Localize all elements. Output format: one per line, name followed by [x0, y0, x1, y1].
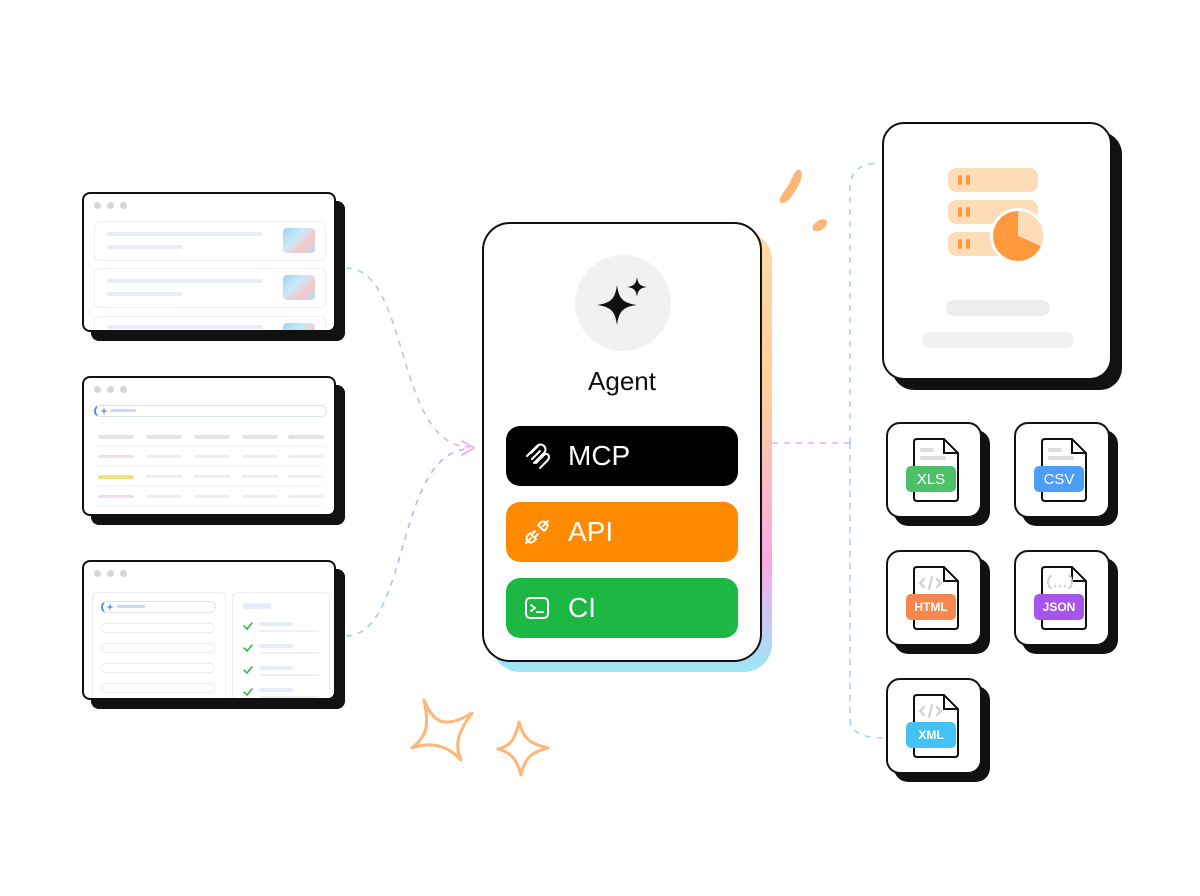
- file-tile-csv[interactable]: CSV: [1014, 422, 1118, 526]
- html-label: HTML: [906, 594, 956, 620]
- agent-card-face: Agent MCP API: [482, 222, 762, 662]
- sparkles-icon: [575, 255, 671, 351]
- file-tile-html[interactable]: HTML: [886, 550, 990, 654]
- database-card-face: [882, 122, 1112, 380]
- sparkle-icon: [106, 603, 114, 611]
- window-controls: [94, 570, 127, 577]
- placeholder-bar: [922, 332, 1074, 348]
- search-bar: [101, 601, 216, 613]
- mcp-pill[interactable]: MCP: [506, 426, 738, 486]
- ci-label: CI: [568, 592, 596, 623]
- list-item: [94, 268, 326, 308]
- connector-top: [345, 267, 471, 448]
- xml-label: XML: [906, 722, 956, 748]
- window-card-list: [82, 192, 345, 341]
- xls-label: XLS: [906, 466, 956, 492]
- sparkle-icon: [100, 407, 108, 415]
- sparkle-decoration: [410, 698, 550, 777]
- window-checklist: [82, 560, 345, 709]
- window-frame: [82, 192, 336, 332]
- api-label: API: [568, 516, 614, 547]
- image-thumbnail: [283, 228, 315, 253]
- agent-title: Agent: [588, 366, 656, 396]
- file-tile-json[interactable]: JSON: [1014, 550, 1118, 654]
- json-label: JSON: [1034, 594, 1084, 620]
- window-frame: [82, 376, 336, 516]
- image-thumbnail: [283, 323, 315, 330]
- agent-card: Agent MCP API: [482, 222, 772, 672]
- list-item: [94, 316, 326, 330]
- api-pill[interactable]: API: [506, 502, 738, 562]
- placeholder-bar: [946, 300, 1050, 316]
- database-card: [882, 122, 1122, 390]
- search-bar: [94, 405, 327, 417]
- data-table: [94, 435, 324, 507]
- window-frame: [82, 560, 336, 700]
- connector-bottom: [345, 448, 471, 637]
- window-controls: [94, 202, 127, 209]
- database-chart-icon: [948, 168, 1046, 264]
- left-panel: [92, 592, 226, 698]
- checklist: [243, 622, 319, 698]
- plug-icon: [522, 517, 552, 547]
- paperclip-icon: [522, 441, 552, 471]
- connector-output-branch: [849, 162, 881, 443]
- window-table: [82, 376, 345, 525]
- terminal-icon: [522, 593, 552, 623]
- file-tile-xls[interactable]: XLS: [886, 422, 990, 526]
- window-controls: [94, 386, 127, 393]
- image-thumbnail: [283, 275, 315, 300]
- csv-label: CSV: [1034, 466, 1084, 492]
- right-panel: [232, 592, 330, 698]
- mcp-label: MCP: [568, 440, 631, 471]
- ci-pill[interactable]: CI: [506, 578, 738, 638]
- list-item: [94, 221, 326, 261]
- file-tile-xml[interactable]: XML: [886, 678, 990, 782]
